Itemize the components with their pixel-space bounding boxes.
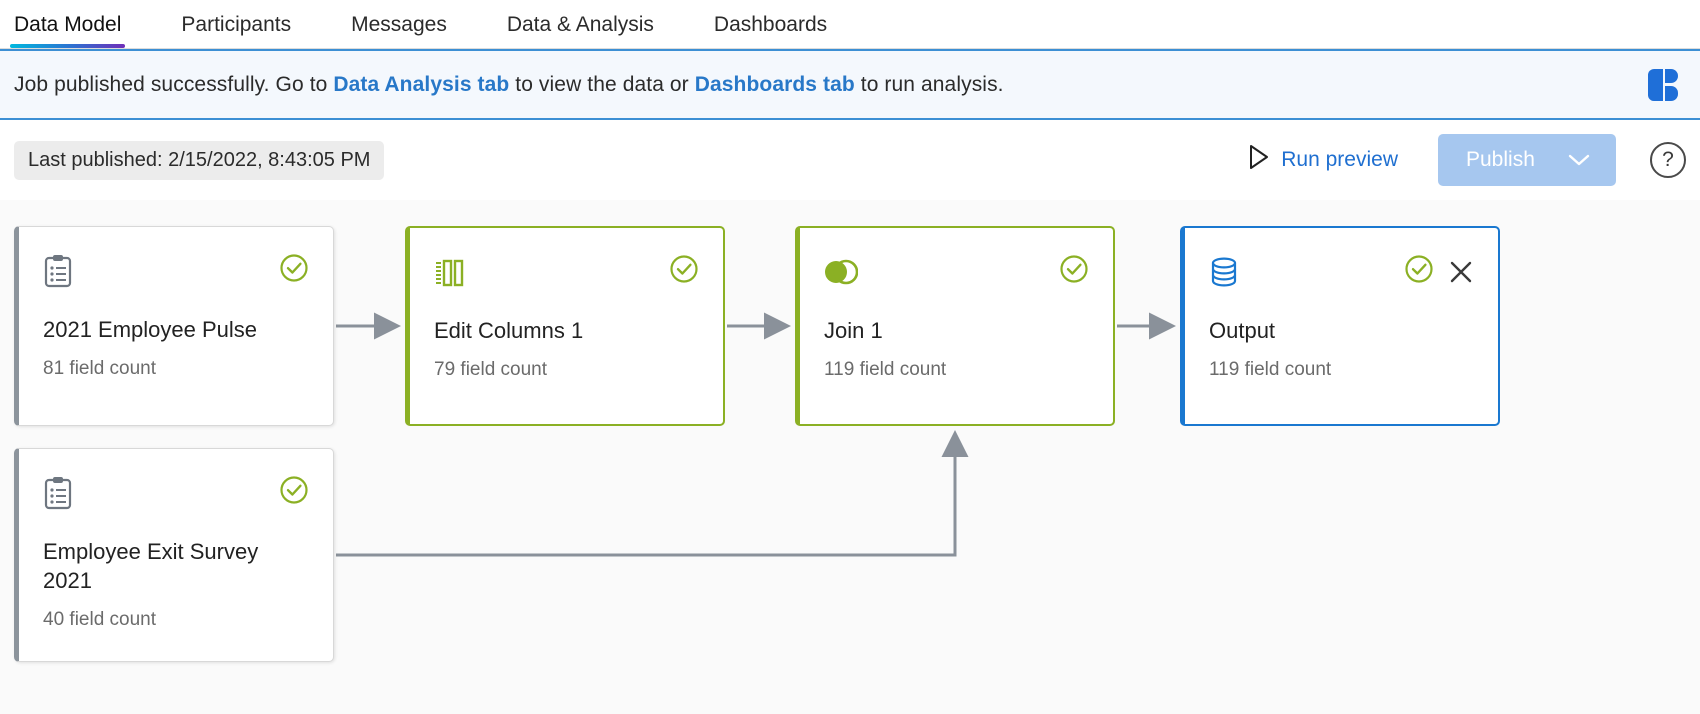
card-field-count: 119 field count bbox=[824, 359, 947, 381]
card-header bbox=[1209, 254, 1474, 294]
publish-button[interactable]: Publish bbox=[1438, 134, 1616, 186]
node-card-join-1[interactable]: Join 1 119 field count bbox=[795, 226, 1115, 426]
tab-label: Messages bbox=[351, 13, 447, 36]
tab-messages[interactable]: Messages bbox=[351, 14, 447, 48]
card-header bbox=[824, 254, 1089, 294]
workflow-toolbar: Last published: 2/15/2022, 8:43:05 PM Ru… bbox=[0, 120, 1700, 200]
tab-label: Data Model bbox=[14, 13, 122, 36]
publish-label: Publish bbox=[1466, 148, 1535, 171]
card-header bbox=[43, 475, 309, 515]
node-card-output[interactable]: Output 119 field count bbox=[1180, 226, 1500, 426]
close-x-icon[interactable] bbox=[1448, 259, 1474, 285]
check-circle-icon bbox=[669, 254, 699, 289]
data-model-canvas[interactable]: 2021 Employee Pulse 81 field count bbox=[0, 200, 1700, 714]
card-title: Output bbox=[1209, 318, 1276, 343]
venn-join-icon bbox=[824, 254, 858, 290]
card-status-group bbox=[279, 253, 309, 288]
play-triangle-icon bbox=[1248, 144, 1270, 176]
wire-exitsurvey-to-join bbox=[336, 430, 969, 557]
banner-prefix-text: Job published successfully. Go to bbox=[14, 72, 334, 96]
question-mark-icon: ? bbox=[1662, 148, 1674, 171]
columns-bars-icon bbox=[434, 254, 468, 290]
check-circle-icon bbox=[279, 475, 309, 510]
check-circle-icon bbox=[1059, 254, 1089, 289]
card-title: Edit Columns 1 bbox=[434, 318, 584, 343]
card-title: 2021 Employee Pulse bbox=[43, 317, 258, 342]
check-circle-icon bbox=[1404, 254, 1434, 289]
card-field-count: 79 field count bbox=[434, 359, 548, 381]
card-field-count: 40 field count bbox=[43, 609, 157, 631]
database-cylinder-icon bbox=[1209, 254, 1243, 290]
node-card-edit-columns-1[interactable]: Edit Columns 1 79 field count bbox=[405, 226, 725, 426]
qualtrics-logo-icon bbox=[1642, 63, 1686, 107]
help-button[interactable]: ? bbox=[1650, 142, 1686, 178]
run-preview-button[interactable]: Run preview bbox=[1248, 144, 1398, 176]
card-field-count: 81 field count bbox=[43, 358, 157, 380]
data-analysis-tab-link[interactable]: Data Analysis tab bbox=[333, 72, 510, 96]
run-preview-label: Run preview bbox=[1281, 148, 1398, 171]
banner-middle-text: to view the data or bbox=[509, 72, 695, 96]
card-header bbox=[434, 254, 699, 294]
card-title: Employee Exit Survey 2021 bbox=[43, 539, 259, 594]
tab-label: Data & Analysis bbox=[506, 13, 654, 36]
tab-label: Participants bbox=[181, 13, 292, 36]
tab-data-and-analysis[interactable]: Data & Analysis bbox=[507, 14, 654, 48]
check-circle-icon bbox=[279, 253, 309, 288]
card-status-group bbox=[669, 254, 699, 289]
tab-dashboards[interactable]: Dashboards bbox=[714, 14, 827, 48]
tab-data-model[interactable]: Data Model bbox=[10, 13, 126, 48]
card-status-group bbox=[279, 475, 309, 510]
dashboards-tab-link[interactable]: Dashboards tab bbox=[694, 72, 855, 96]
active-tab-underline bbox=[10, 44, 126, 48]
card-field-count: 119 field count bbox=[1209, 359, 1332, 381]
card-header bbox=[43, 253, 309, 293]
tab-participants[interactable]: Participants bbox=[181, 14, 291, 48]
card-title: Join 1 bbox=[824, 318, 883, 343]
last-published-badge: Last published: 2/15/2022, 8:43:05 PM bbox=[14, 140, 385, 180]
node-card-employee-exit-survey-2021[interactable]: Employee Exit Survey 2021 40 field count bbox=[14, 448, 334, 662]
tab-label: Dashboards bbox=[713, 13, 828, 36]
chevron-down-icon[interactable] bbox=[1546, 153, 1616, 167]
node-card-2021-employee-pulse[interactable]: 2021 Employee Pulse 81 field count bbox=[14, 226, 334, 426]
publish-success-banner: Job published successfully. Go to Data A… bbox=[0, 49, 1700, 120]
toolbar-actions: Run preview Publish ? bbox=[1248, 134, 1686, 186]
survey-clipboard-icon bbox=[43, 253, 77, 289]
banner-suffix-text: to run analysis. bbox=[854, 72, 1004, 96]
survey-clipboard-icon bbox=[43, 475, 77, 511]
banner-message: Job published successfully. Go to Data A… bbox=[14, 73, 1004, 97]
main-tab-bar: Data Model Participants Messages Data & … bbox=[0, 0, 1700, 49]
card-status-group bbox=[1059, 254, 1089, 289]
card-status-group bbox=[1404, 254, 1474, 289]
